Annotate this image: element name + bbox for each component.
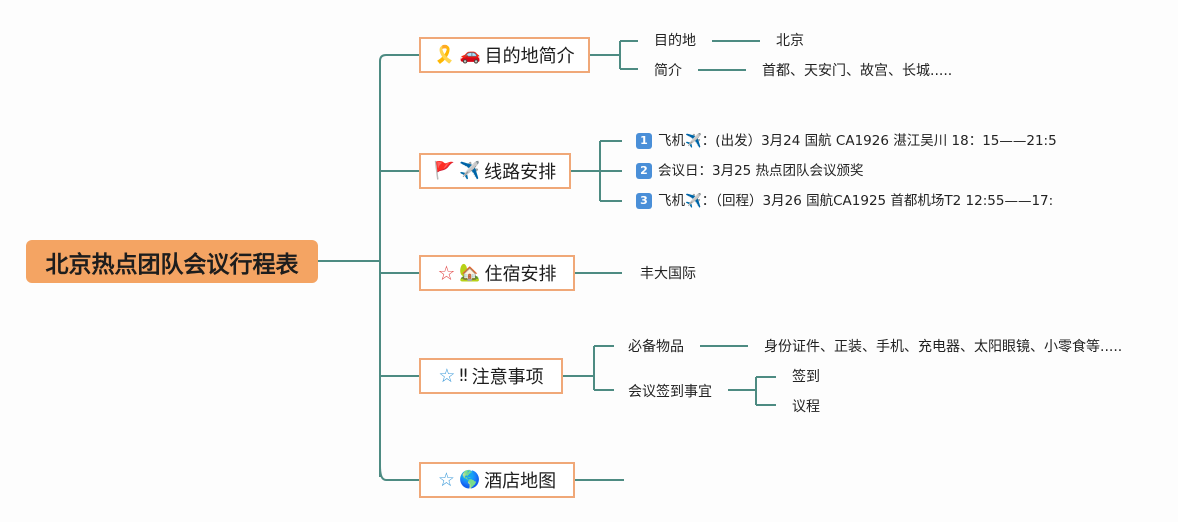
star-icon: ☆ [437,468,455,491]
branch-connector-t1 [379,54,419,62]
route-item-1[interactable]: 1 飞机✈️：(出发）3月24 国航 CA1926 湛江吴川 18：15——21… [636,132,1057,150]
topic-label: 线路安排 [484,162,557,183]
topic-accommodation[interactable]: ☆ 🏡 住宿安排 [419,255,575,291]
route-item-text: 会议日：3月25 热点团队会议颁奖 [658,163,864,179]
ribbon-award-icon: 🎗️ [434,44,456,65]
globe-icon: 🌎 [458,469,481,490]
subtopic-intro[interactable]: 简介 [654,63,682,79]
number-3-icon: 3 [636,193,652,209]
topic-label: 住宿安排 [484,264,557,285]
route-item-3[interactable]: 3 飞机✈️：（回程）3月26 国航CA1925 首都机场T2 12:55——1… [636,192,1053,210]
subtopic-hotel[interactable]: 丰大国际 [640,266,696,282]
topic-destination[interactable]: 🎗️ 🚗 目的地简介 [419,37,590,73]
number-1-icon: 1 [636,133,652,149]
number-2-icon: 2 [636,163,652,179]
topic-label: 酒店地图 [484,471,557,492]
route-item-text: 飞机✈️：（回程）3月26 国航CA1925 首都机场T2 12:55——17: [658,193,1054,209]
subtopic-destination[interactable]: 目的地 [654,33,696,49]
red-flag-icon: 🚩 [433,160,455,181]
topic-notes[interactable]: ☆ ‼ 注意事项 [419,358,563,394]
topic-route[interactable]: 🚩 ✈️ 线路安排 [419,153,571,189]
branch-connector-t5 [379,465,419,481]
double-exclamation-icon: ‼ [459,365,468,386]
route-item-2[interactable]: 2 会议日：3月25 热点团队会议颁奖 [636,162,864,180]
root-topic[interactable]: 北京热点团队会议行程表 [26,240,318,283]
car-icon: 🚗 [459,44,481,65]
root-title: 北京热点团队会议行程表 [45,251,299,278]
topic-label: 目的地简介 [484,46,575,67]
star-icon: ☆ [438,364,456,387]
topic-label: 注意事项 [471,367,544,388]
airplane-icon: ✈️ [459,160,481,181]
subtopic-essentials-value[interactable]: 身份证件、正装、手机、充电器、太阳眼镜、小零食等..... [764,339,1123,355]
subtopic-checkin-agenda[interactable]: 议程 [792,399,820,415]
house-icon: 🏡 [459,262,481,283]
subtopic-destination-value[interactable]: 北京 [776,33,804,49]
subtopic-checkin-signin[interactable]: 签到 [792,369,820,385]
subtopic-essentials[interactable]: 必备物品 [628,339,684,355]
subtopic-checkin[interactable]: 会议签到事宜 [628,384,712,400]
route-item-text: 飞机✈️：(出发）3月24 国航 CA1926 湛江吴川 18：15——21:5 [658,133,1057,149]
star-icon: ☆ [437,261,456,285]
topic-hotel-map[interactable]: ☆ 🌎 酒店地图 [419,462,575,498]
subtopic-intro-value[interactable]: 首都、天安门、故宫、长城..... [762,63,953,79]
